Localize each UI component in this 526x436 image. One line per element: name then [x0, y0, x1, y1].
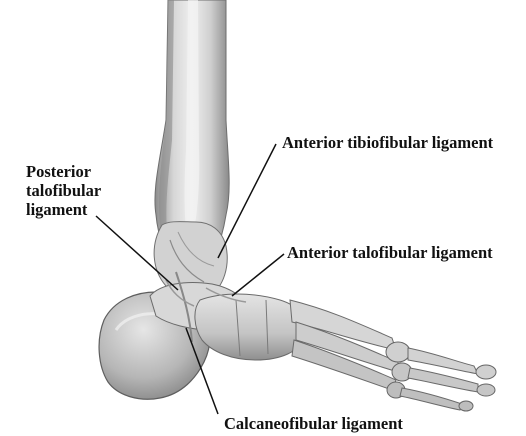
- toe-tip-2: [477, 384, 495, 396]
- leg-bones: [154, 0, 229, 300]
- phalanges-3: [400, 388, 462, 410]
- foot-bones: [99, 272, 496, 411]
- label-line-1: Posterior: [26, 162, 101, 181]
- label-anterior-tibiofibular-ligament: Anterior tibiofibular ligament: [282, 133, 493, 152]
- toe-tip-1: [476, 365, 496, 379]
- label-posterior-talofibular-ligament: Posterior talofibular ligament: [26, 162, 101, 219]
- mtp-joint-1: [386, 342, 410, 362]
- label-anterior-talofibular-ligament: Anterior talofibular ligament: [287, 243, 493, 262]
- leader-anterior-talofibular: [232, 254, 284, 296]
- label-line-2: talofibular: [26, 181, 101, 200]
- label-calcaneofibular-ligament: Calcaneofibular ligament: [224, 414, 403, 433]
- toe-tip-3: [459, 401, 473, 411]
- label-line-3: ligament: [26, 200, 101, 219]
